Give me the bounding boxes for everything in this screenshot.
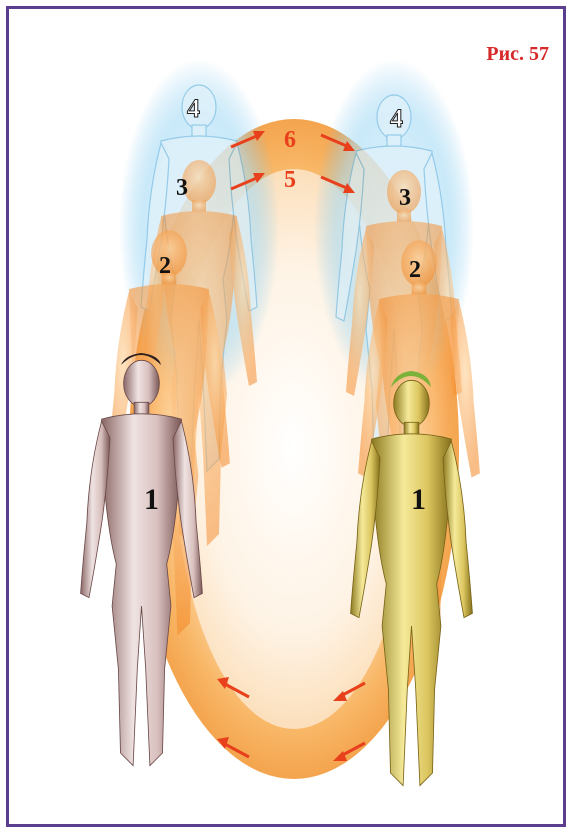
male-label-3: 3 [176,175,188,201]
female-label-3: 3 [399,185,411,211]
male-label-1: 1 [144,483,159,516]
female-label-4: 4 [390,104,403,133]
illustration: 6 5 1 2 3 4 1 2 3 4 [9,9,566,827]
female-label-2: 2 [409,257,421,283]
arc-label-6: 6 [284,127,296,153]
arc-label-5: 5 [284,167,296,193]
female-label-1: 1 [411,483,426,516]
figure-frame: Рис. 57 [6,6,566,827]
male-label-4: 4 [187,94,200,123]
male-label-2: 2 [159,253,171,279]
